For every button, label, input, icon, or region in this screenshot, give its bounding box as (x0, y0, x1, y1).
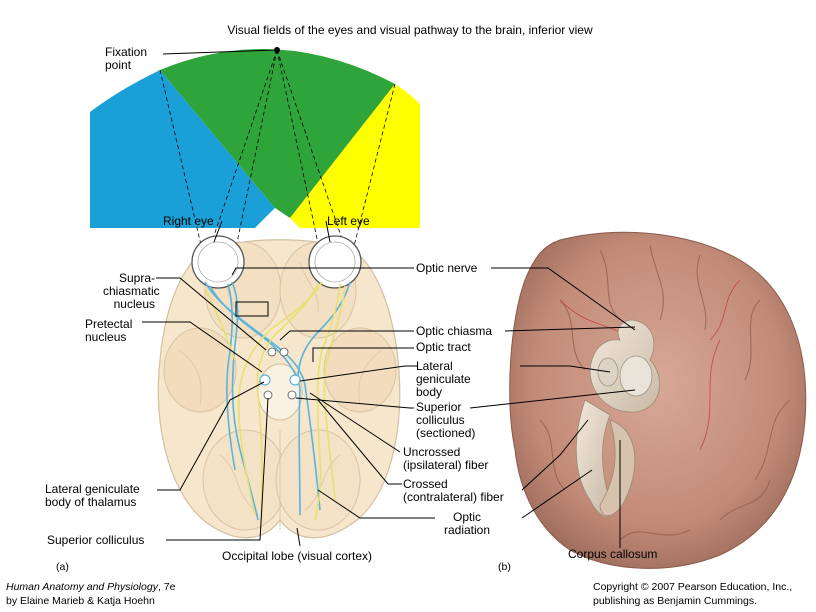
left-eyeball (308, 235, 362, 289)
leader-superior-colliculus (166, 397, 269, 541)
leader-optic-radiation-b (521, 469, 593, 519)
label-uncrossed-fiber: Uncrossed(ipsilateral) fiber (403, 445, 489, 472)
leader-optic-chiasma-a (279, 330, 414, 341)
leader-crossed (317, 399, 402, 485)
label-optic-nerve: Optic nerve (416, 261, 478, 275)
leader-optic-radiation (317, 489, 435, 519)
leader-optic-chiasma (504, 326, 636, 332)
temporal-lobe-right (163, 327, 237, 413)
leader-optic-nerve (491, 267, 636, 331)
leader-pretectal (142, 321, 263, 373)
leader-lines (142, 49, 636, 548)
leader-lgn-thalamus (157, 381, 265, 491)
leader-lateral-geniculate-b (520, 365, 611, 373)
specimen-outline (509, 231, 807, 569)
lgn-left-marker (289, 374, 301, 386)
leader-lateral-geniculate (299, 365, 418, 382)
midbrain (257, 363, 303, 421)
leader-fixation-point (162, 49, 278, 55)
panel-label-a: (a) (56, 561, 69, 573)
visual-field-fan (90, 49, 420, 228)
occipital-lobe-right (202, 429, 288, 531)
leader-suprachiasmatic (156, 277, 267, 351)
label-occipital-lobe: Occipital lobe (visual cortex) (222, 549, 373, 563)
credit-book: Human Anatomy and Physiology, 7e (6, 581, 175, 594)
figure-title: Visual fields of the eyes and visual pat… (227, 23, 593, 37)
left-visual-field-blue (90, 70, 275, 228)
leader-optic-nerve-a (231, 267, 414, 276)
credit-book-title: Human Anatomy and Physiology (6, 581, 158, 593)
credit-book-edition: , 7e (157, 581, 176, 593)
leader-crossed-b (521, 419, 589, 491)
label-corpus-callosum: Corpus callosum (568, 547, 658, 561)
occipital-lobe-left (275, 429, 361, 531)
label-superior-colliculus: Superior colliculus (47, 533, 145, 547)
copyright-line-1: Copyright © 2007 Pearson Education, Inc.… (593, 581, 793, 593)
copyright-line-2: publishing as Benjamin Cummings. (593, 595, 757, 607)
right-eyeball (191, 235, 245, 289)
visual-pathway-fibers (204, 281, 351, 521)
leader-superior-colliculus-a (295, 397, 414, 409)
label-optic-tract: Optic tract (416, 340, 471, 354)
brain-specimen-photo (509, 231, 807, 569)
label-crossed-fiber: Crossed(contralateral) fiber (403, 477, 504, 504)
leader-optic-tract (312, 347, 414, 362)
label-optic-chiasma: Optic chiasma (416, 324, 493, 338)
label-right-eye: Right eye (163, 214, 214, 228)
specimen-optic-radiation (575, 399, 612, 518)
eyeballs (191, 235, 362, 289)
specimen-corpus-callosum (599, 419, 636, 517)
panel-label-b: (b) (498, 561, 511, 573)
credit-authors: by Elaine Marieb & Katja Hoehn (6, 595, 155, 607)
leader-uncrossed (309, 392, 401, 453)
blind-spot-white-wedge (255, 208, 300, 228)
binocular-visual-field-green (160, 49, 395, 218)
right-visual-field-yellow (290, 84, 420, 228)
temporal-lobe-left (323, 327, 397, 413)
label-left-eye: Left eye (327, 214, 370, 228)
leader-occipital-lobe (296, 527, 301, 547)
leader-right-eye (213, 220, 223, 243)
chiasma-marks (235, 301, 301, 400)
brain-inferior-view (157, 239, 401, 539)
leader-left-eye (325, 220, 331, 243)
sight-lines (159, 49, 396, 263)
leader-superior-colliculus-b (469, 389, 636, 409)
